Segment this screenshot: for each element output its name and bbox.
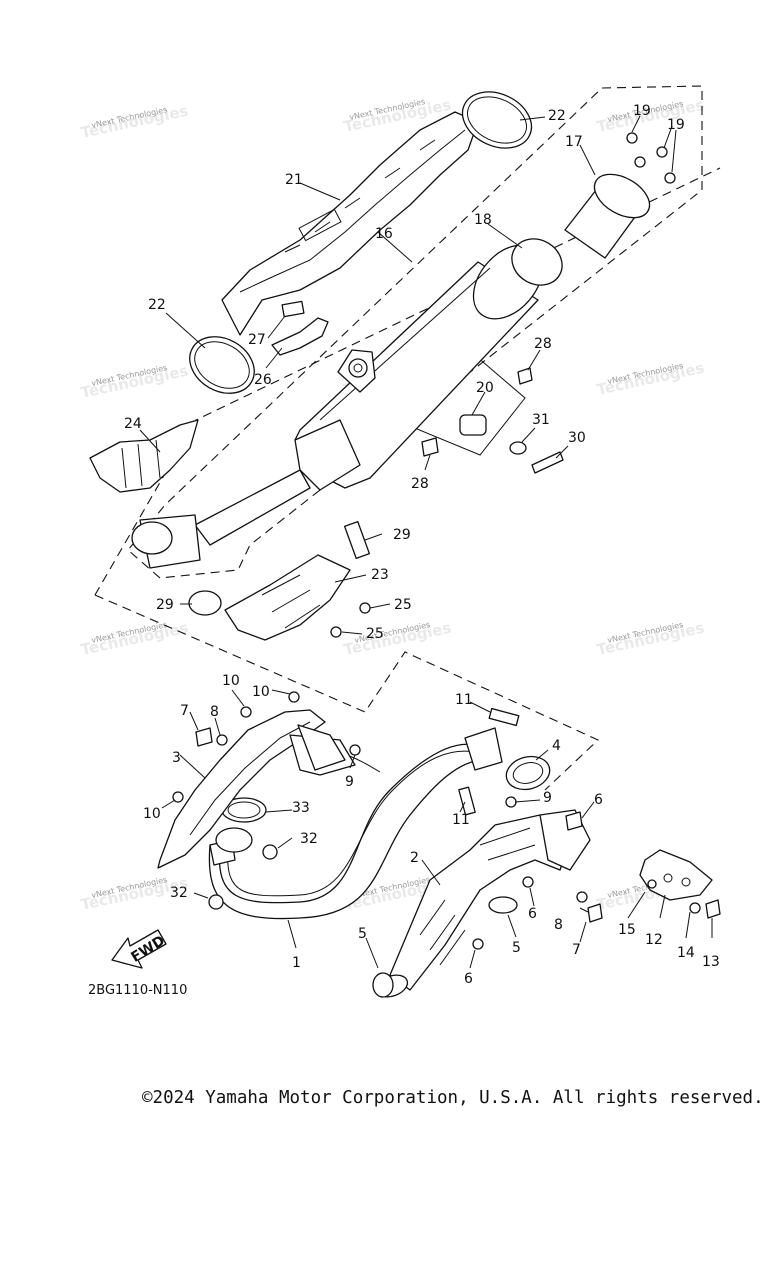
callout-8: 8 [210,704,219,720]
outlet-protector [639,849,713,901]
spring [458,786,476,816]
callout-31: 31 [532,412,550,428]
damper-pad [281,300,305,318]
callout-5: 5 [358,926,367,942]
callout-9: 9 [345,774,354,790]
bracket-stay [271,317,329,356]
callout-20: 20 [476,380,494,396]
nut [262,844,278,860]
callout-33: 33 [292,800,310,816]
callout-19: 19 [633,103,651,119]
callout-13: 13 [702,954,720,970]
callout-18: 18 [474,212,492,228]
callout-27: 27 [248,332,266,348]
callout-6: 6 [528,906,537,922]
muffler-protector [89,419,199,493]
callout-17: 17 [565,134,583,150]
washer [509,441,527,455]
callout-11: 11 [455,692,473,708]
callout-2: 2 [410,850,419,866]
callout-11: 11 [452,812,470,828]
clamp-sleeve [343,520,371,560]
muffler-assembly [89,91,676,641]
callout-9: 9 [543,790,552,806]
callout-32: 32 [300,831,318,847]
callout-30: 30 [568,430,586,446]
callout-3: 3 [172,750,181,766]
callout-7: 7 [180,703,189,719]
callout-7: 7 [572,942,581,958]
leader-lines [139,115,713,969]
callout-22: 22 [548,108,566,124]
callout-25: 25 [366,626,384,642]
callout-1: 1 [292,955,301,971]
callout-28: 28 [534,336,552,352]
callout-10: 10 [222,673,240,689]
muffler-inlet-pipe [194,469,311,546]
damper [459,414,487,436]
callout-23: 23 [371,567,389,583]
callout-6: 6 [464,971,473,987]
callout-4: 4 [552,738,561,754]
callout-24: 24 [124,416,142,432]
callout-10: 10 [252,684,270,700]
callout-8: 8 [554,917,563,933]
callout-26: 26 [254,372,272,388]
exhaust-pipe-assembly [157,691,721,998]
callout-12: 12 [645,932,663,948]
callout-10: 10 [143,806,161,822]
pipe-protector [224,554,351,641]
callout-22: 22 [148,297,166,313]
callout-25: 25 [394,597,412,613]
callout-28: 28 [411,476,429,492]
callout-21: 21 [285,172,303,188]
callout-16: 16 [375,226,393,242]
copyright-notice: ©2024 Yamaha Motor Corporation, U.S.A. A… [142,1088,764,1108]
callout-29: 29 [393,527,411,543]
fwd-arrow: FWD [111,929,168,969]
nut [208,894,224,910]
gasket-ring [511,238,563,286]
callout-32: 32 [170,885,188,901]
diagram-code: 2BG1110-N110 [88,983,187,998]
callout-19: 19 [667,117,685,133]
spring [488,707,520,727]
pipe-clamp [188,590,222,616]
bolt [531,451,564,474]
callout-6: 6 [594,792,603,808]
callouts: 1 2 3 4 5 5 6 6 6 7 7 8 8 9 9 10 10 10 1… [88,103,720,998]
callout-5: 5 [512,940,521,956]
pipe-clamp [488,896,518,914]
silencer-pipe [389,814,571,991]
callout-14: 14 [677,945,695,961]
callout-15: 15 [618,922,636,938]
exhaust-pipe-protector [157,709,326,869]
pipe-collar [505,755,551,791]
callout-29: 29 [156,597,174,613]
